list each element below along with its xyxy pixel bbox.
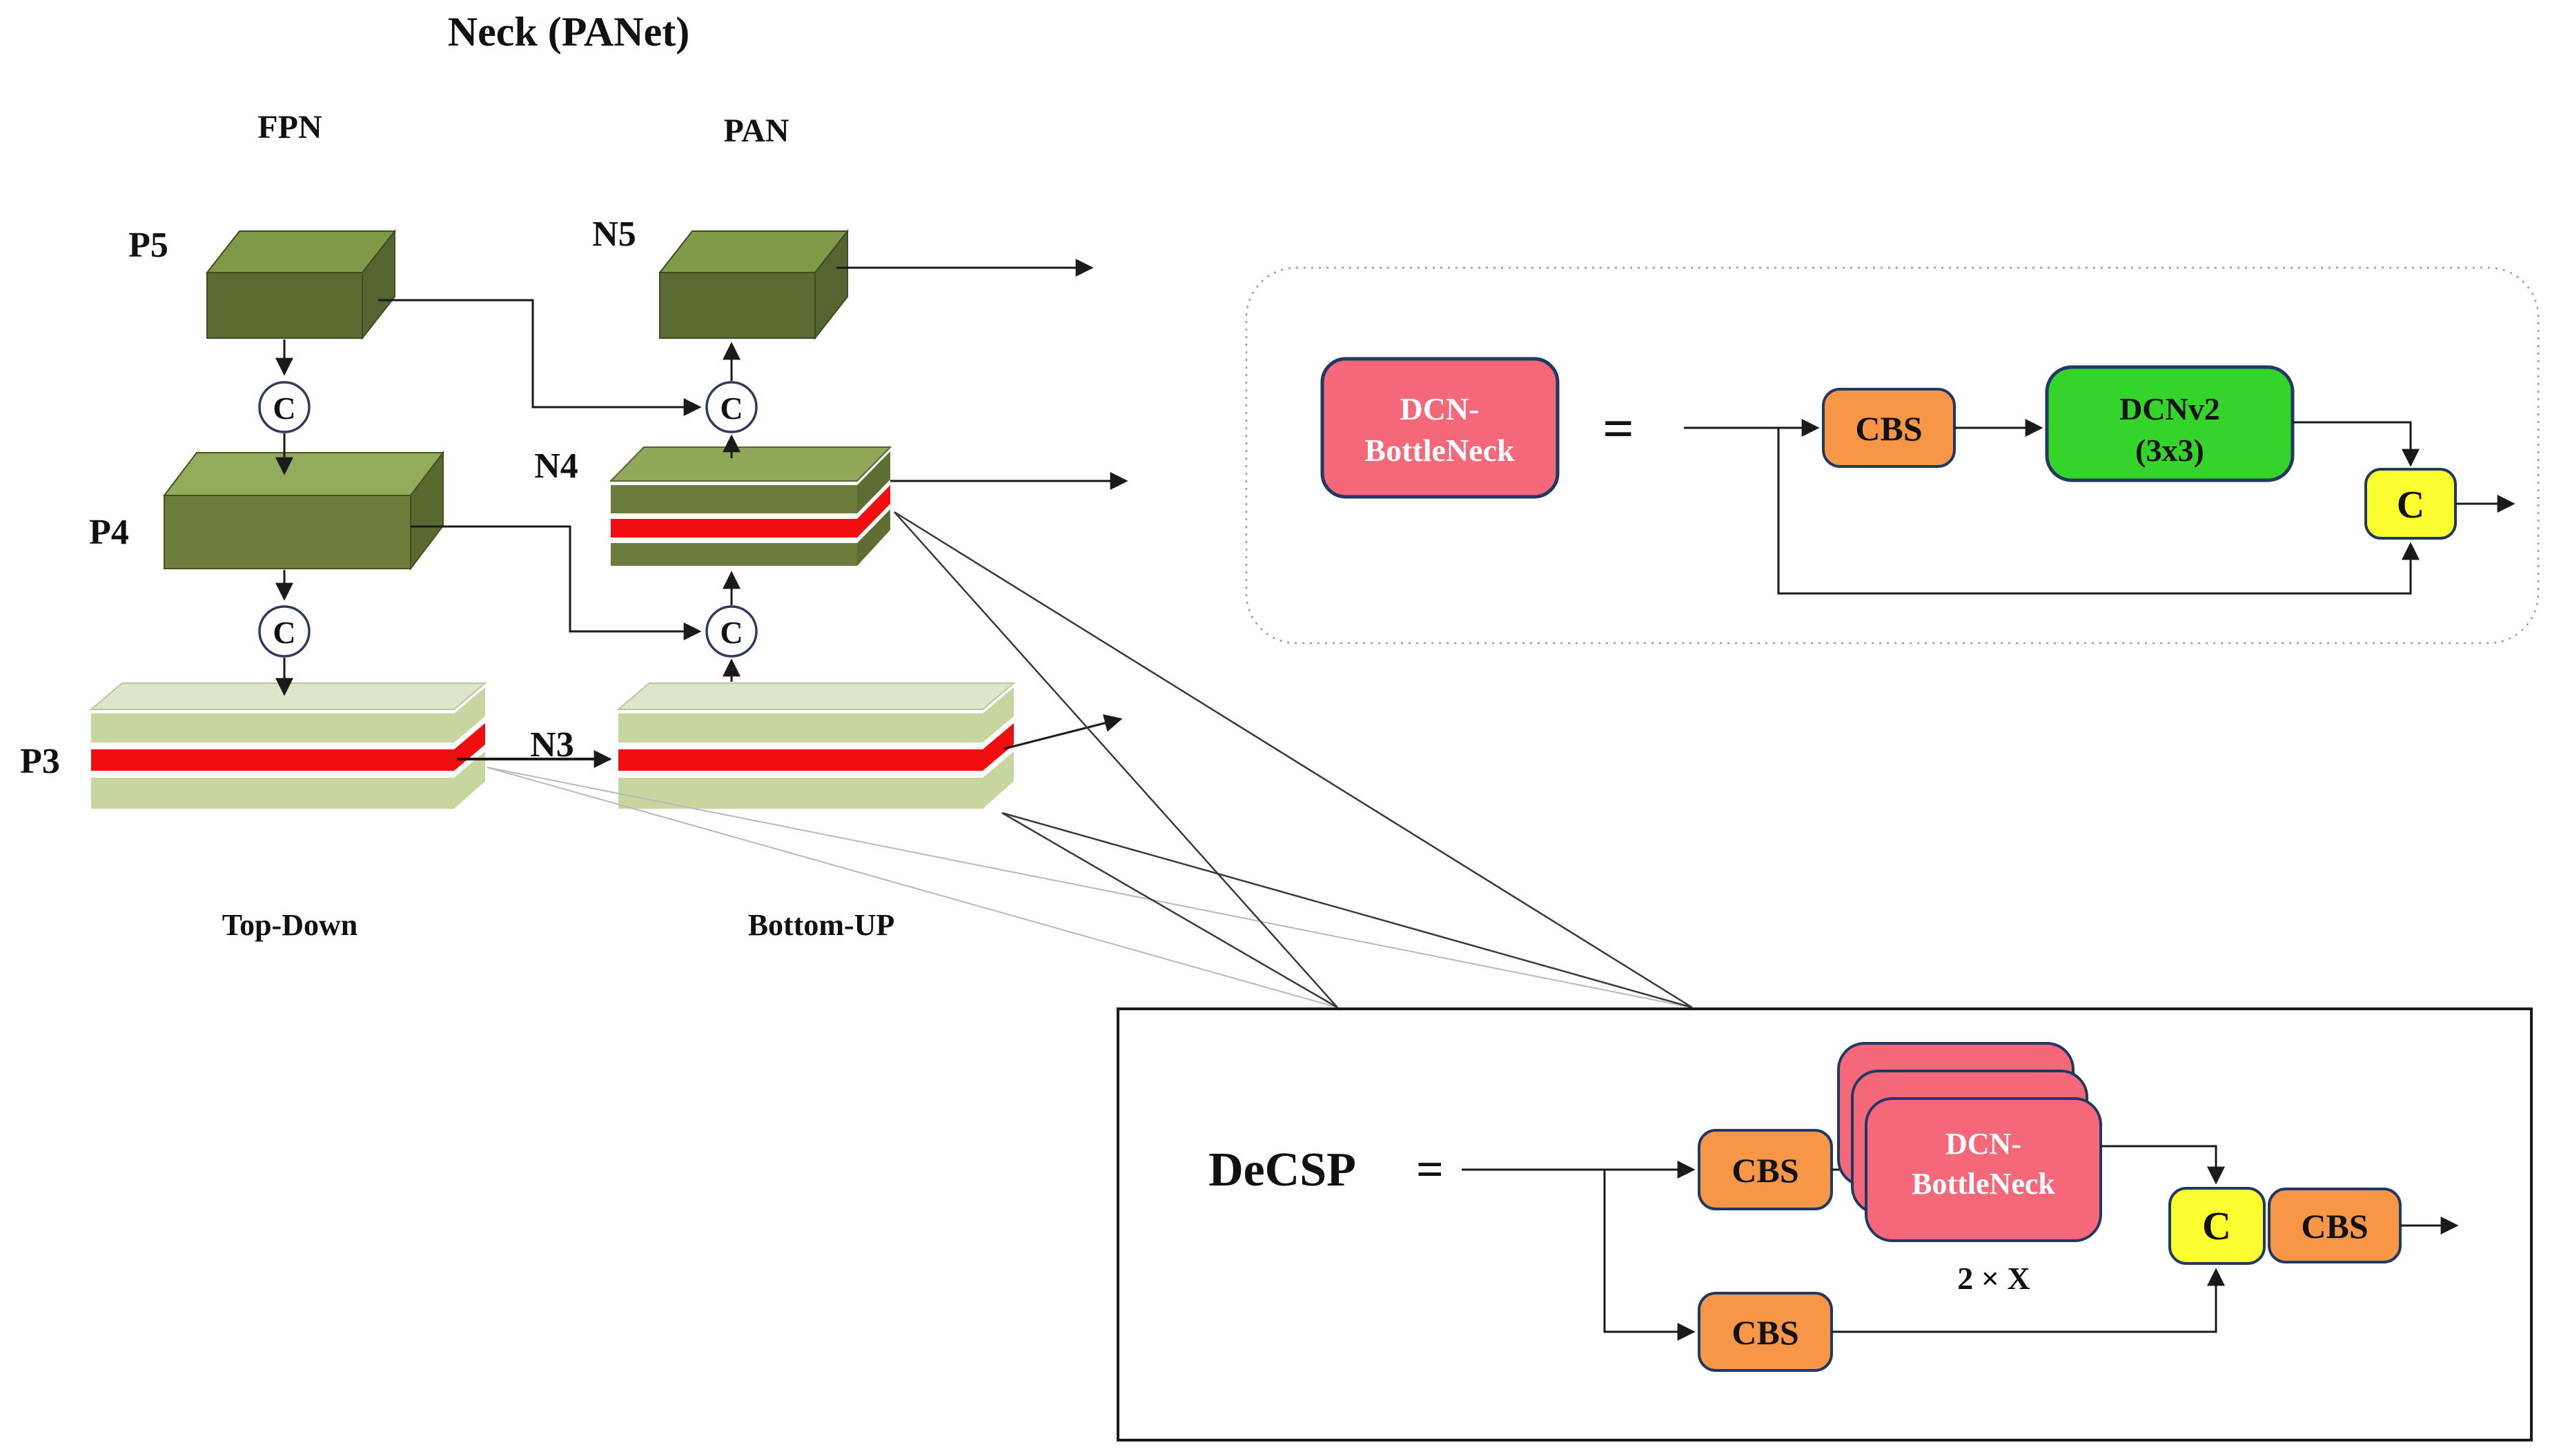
decsp-cbs-bottom-label: CBS [1732,1313,1798,1352]
concat-circle-fpn-lower-label: C [273,615,295,650]
n4-side-gap-1 [857,480,890,519]
p3-layer-red [91,749,454,771]
stack-repeat-label: 2 × X [1957,1261,2030,1296]
p4-label: P4 [89,513,129,552]
callout-p3-left [487,767,1338,1008]
p5-feature-block [205,229,397,340]
n3-side-red-stripe [983,723,1014,771]
dcn-cbs-label: CBS [1855,409,1922,448]
p4-feature-block [162,451,445,571]
dcnv2-box [2045,365,2295,482]
p4-top-face [162,452,445,496]
n3-side-gap-1 [983,716,1014,749]
decsp-concat-label: C [2202,1203,2231,1248]
dcnv2-label-line2: (3x3) [2135,433,2204,468]
p3-label: P3 [20,742,60,781]
dcn-bottleneck-box-line2: BottleNeck [1364,433,1515,468]
p3-layer-gap-1 [91,742,454,749]
n3-layer-pale-1 [618,714,983,742]
top-down-label: Top-Down [222,908,357,942]
callout-n4-left [894,511,1338,1008]
dcn-bottleneck-panel: DCN- BottleNeck = CBS DCNv2 (3x3) C [1245,266,2540,645]
decsp-equals-sign: = [1416,1143,1444,1197]
decsp-panel: DeCSP = CBS DCN- BottleNeck 2 × X C CBS … [1117,1007,2533,1442]
dcnv2-to-concat-line [2293,421,2420,467]
p3-top-face [89,682,487,710]
concat-circle-fpn-upper [258,381,311,433]
concat-circle-pan-upper-label: C [720,391,743,426]
n4-layer-red [611,519,857,538]
p5-front-face [206,272,363,339]
n3-layer-pale-2 [618,778,983,809]
p3-layer-pale-2 [91,778,454,809]
n5-feature-block [658,229,850,340]
callout-n4-right [894,511,1693,1009]
callout-n3-right [1001,811,1693,1009]
n3-feature-block [616,682,1016,809]
n3-layer-gap-1 [618,742,983,749]
decsp-cbs-out-label: CBS [2301,1207,2368,1246]
pan-column-label: PAN [723,112,789,149]
n3-side-gap-2 [983,745,1014,778]
n4-feature-block [609,446,892,566]
n5-front-face [659,272,816,339]
dcn-bottleneck-box-line1: DCN- [1400,391,1480,426]
dcn-equals-sign: = [1602,399,1634,460]
dcn-bottleneck-box [1320,357,1560,499]
connector-p5-to-pan-concat [378,299,702,416]
dcn-bottleneck-stack: DCN- BottleNeck [1837,1042,2102,1242]
connector-p4-to-pan-concat [411,525,702,640]
stack-label-line2: BottleNeck [1912,1167,2055,1201]
decsp-branch-line [1603,1170,1696,1341]
callout-p3-right [487,767,1693,1008]
concat-circle-pan-lower-label: C [720,615,743,650]
n4-layer-gap-1 [611,513,857,519]
n5-label: N5 [592,215,636,254]
p4-front-face [164,495,411,569]
n4-label: N4 [534,446,578,486]
dcn-concat-label: C [2397,484,2424,527]
p3-side-gap-1 [454,716,485,749]
n3-layer-red [618,749,983,771]
concat-circle-fpn-upper-label: C [273,391,295,426]
n4-side-red-stripe [857,485,890,538]
dcn-skip-line [1777,428,2420,595]
p3-feature-block [89,682,487,809]
n4-layer-olive-1 [611,485,857,513]
n4-top-face [609,446,892,482]
n4-layer-gap-2 [611,538,857,543]
callout-n3-left [1001,811,1338,1009]
p3-layer-gap-2 [91,771,454,778]
n4-side-gap-2 [857,504,890,543]
stack-to-concat-line [2101,1145,2225,1185]
fpn-column-label: FPN [257,109,322,146]
decsp-title: DeCSP [1208,1143,1356,1197]
n3-output-arrow [1003,714,1123,750]
concat-circle-pan-lower [705,605,758,658]
bottom-up-label: Bottom-UP [748,908,895,942]
decsp-concat-box [2168,1187,2266,1265]
decsp-bottom-to-concat-line [1832,1268,2225,1333]
decsp-cbs-top-label: CBS [1732,1151,1798,1190]
decsp-callout-lines [487,511,1693,1009]
dcnv2-label-line1: DCNv2 [2119,391,2220,426]
n4-layer-olive-2 [611,543,857,566]
n3-top-face [616,682,1016,710]
p5-label: P5 [128,226,168,265]
stack-label-line1: DCN- [1945,1127,2021,1161]
stack-layer-front [1865,1097,2102,1242]
p3-side-gap-2 [454,745,485,778]
n3-layer-gap-2 [618,771,983,778]
concat-circle-fpn-lower [258,605,311,658]
concat-circle-pan-upper [705,381,758,433]
page-title: Neck (PANet) [448,9,689,55]
p3-layer-pale-1 [91,714,454,742]
